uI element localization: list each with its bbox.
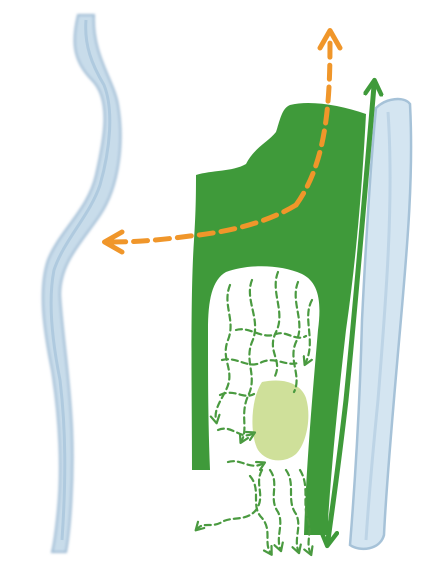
left-wall-icon (43, 15, 121, 552)
light-green-blob-icon (252, 381, 308, 461)
